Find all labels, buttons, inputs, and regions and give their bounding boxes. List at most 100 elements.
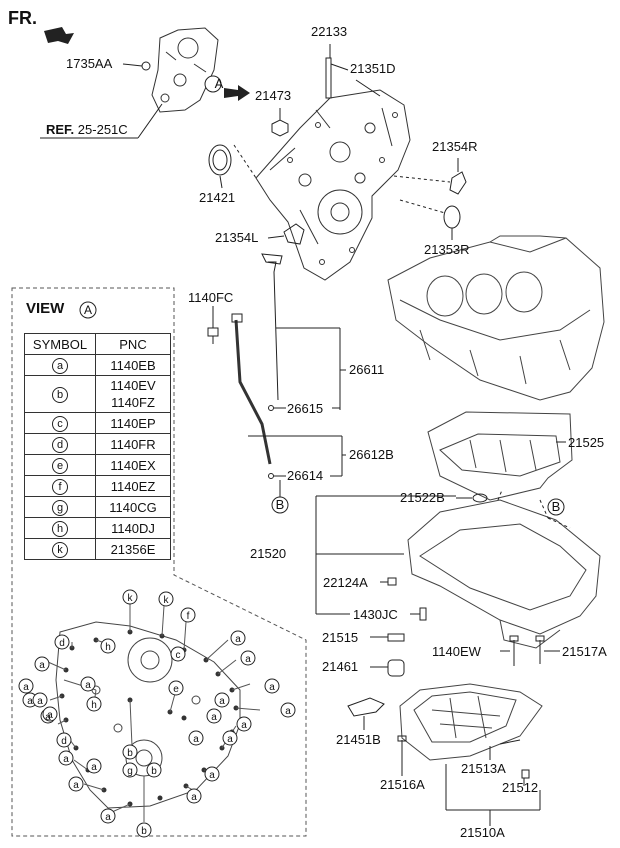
svg-text:a: a: [27, 696, 33, 707]
part-21353r: 21353R: [424, 242, 470, 257]
svg-text:a: a: [269, 682, 275, 693]
svg-text:c: c: [176, 650, 181, 661]
svg-text:d: d: [61, 736, 67, 747]
svg-text:a: a: [235, 634, 241, 645]
ref-prefix: REF.: [46, 122, 75, 137]
table-row: a 1140EB: [24, 354, 171, 376]
pnc-cell: 1140EP: [95, 412, 171, 434]
table-row: b 1140EV 1140FZ: [24, 375, 171, 413]
nut-21473-icon: [271, 119, 289, 137]
svg-text:a: a: [37, 696, 43, 707]
gasket-21354l-icon: [283, 223, 305, 245]
part-21520: 21520: [250, 546, 287, 561]
ring-21353r-icon: [443, 205, 461, 229]
table-row: k 21356E: [24, 538, 171, 560]
symbol-circle: e: [52, 457, 68, 474]
svg-text:a: a: [105, 812, 111, 823]
view-title: VIEW: [26, 300, 64, 317]
part-21516a: 21516A: [380, 777, 425, 792]
svg-text:a: a: [47, 710, 53, 721]
part-21351d: 21351D: [350, 61, 396, 76]
plug-21512-icon: [521, 769, 530, 779]
table-row: h 1140DJ: [24, 517, 171, 539]
col-pnc-header: PNC: [95, 333, 171, 355]
view-arrow-icon: [224, 85, 250, 101]
svg-text:a: a: [91, 762, 97, 773]
part-21473: 21473: [255, 88, 292, 103]
pnc-cell: 1140CG: [95, 496, 171, 518]
front-cover: [255, 89, 411, 281]
part-21510a: 21510A: [460, 825, 505, 840]
svg-text:d: d: [59, 638, 65, 649]
pnc-cell: 1140FR: [95, 433, 171, 455]
part-22124a: 22124A: [323, 575, 368, 590]
part-1735aa: 1735AA: [66, 56, 113, 71]
symbol-circle: c: [52, 415, 68, 432]
symbol-circle: b: [52, 386, 68, 403]
col-symbol-header: SYMBOL: [24, 333, 96, 355]
gasket-21354r-icon: [449, 171, 467, 195]
svg-text:f: f: [187, 611, 190, 622]
part-21461: 21461: [322, 659, 359, 674]
lower-oil-pan: [399, 683, 543, 761]
svg-text:a: a: [63, 754, 69, 765]
part-26612b: 26612B: [349, 447, 394, 462]
svg-text:h: h: [91, 700, 97, 711]
svg-text:a: a: [241, 720, 247, 731]
svg-text:h: h: [105, 642, 111, 653]
svg-text:b: b: [151, 766, 157, 777]
part-1430jc: 1430JC: [353, 607, 398, 622]
table-row: f 1140EZ: [24, 475, 171, 497]
svg-text:a: a: [73, 780, 79, 791]
svg-text:a: a: [219, 696, 225, 707]
svg-text:a: a: [211, 712, 217, 723]
symbol-table: SYMBOL PNC a 1140EB b 1140EV 1140FZ c 11…: [24, 333, 171, 560]
svg-text:a: a: [191, 792, 197, 803]
pnc-cell: 1140EB: [95, 354, 171, 376]
part-21421: 21421: [199, 190, 236, 205]
pin-1430jc-icon: [419, 607, 427, 621]
detail-callouts: [18, 589, 296, 838]
symbol-circle: f: [52, 478, 68, 495]
dipstick-tube-26612b: [234, 319, 272, 465]
pnc-cell: 1140DJ: [95, 517, 171, 539]
table-row: d 1140FR: [24, 433, 171, 455]
bolt-21515-icon: [387, 633, 405, 642]
part-21525: 21525: [568, 435, 605, 450]
symbol-circle: d: [52, 436, 68, 453]
svg-text:e: e: [173, 684, 179, 695]
svg-text:k: k: [128, 593, 134, 604]
svg-text:k: k: [164, 595, 170, 606]
part-21512: 21512: [502, 780, 539, 795]
front-arrow-icon: [44, 27, 74, 44]
marker-b-circle-pan: [547, 498, 565, 516]
seal-21421-icon: [208, 144, 232, 176]
part-1140fc: 1140FC: [188, 290, 234, 305]
filter-21461-icon: [387, 659, 405, 677]
part-26611: 26611: [349, 362, 385, 377]
pnc-cell: 21356E: [95, 538, 171, 560]
part-21517a: 21517A: [562, 644, 607, 659]
part-21522b: 21522B: [400, 490, 445, 505]
svg-text:g: g: [127, 766, 133, 777]
pnc-cell: 1140EV 1140FZ: [95, 375, 171, 413]
timing-cover-small: [151, 27, 219, 113]
ring-26614-icon: [268, 473, 274, 479]
marker-a-circle: [204, 75, 222, 93]
table-header-row: SYMBOL PNC: [24, 333, 171, 355]
view-title-text: VIEW: [26, 300, 65, 317]
view-a-frame: [11, 287, 307, 837]
pnc-cell: 1140EZ: [95, 475, 171, 497]
svg-text:b: b: [141, 826, 147, 837]
marker-b-label: B: [275, 497, 285, 512]
marker-b-label-pan: B: [551, 499, 561, 514]
svg-text:a: a: [209, 770, 215, 781]
svg-text:a: a: [193, 734, 199, 745]
table-row: e 1140EX: [24, 454, 171, 476]
part-21515: 21515: [322, 630, 359, 645]
marker-a-label: A: [214, 76, 224, 91]
symbol-circle: g: [52, 499, 68, 516]
